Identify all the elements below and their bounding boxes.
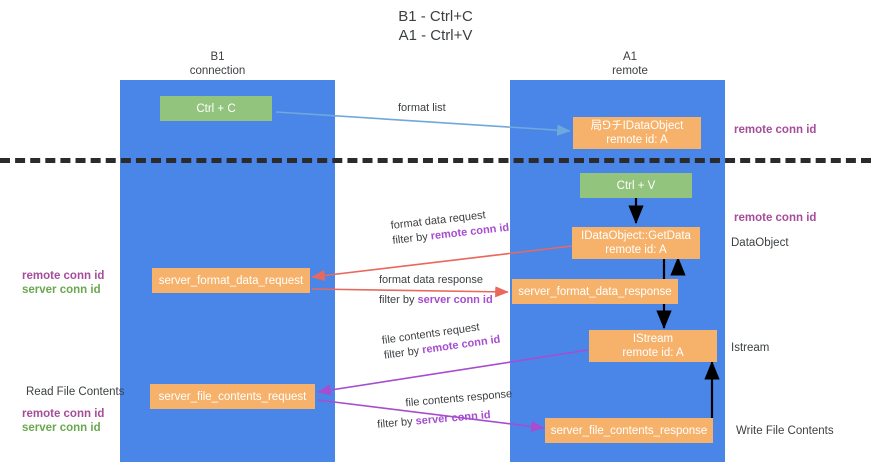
left-label-read-file-contents: Read File Contents [26, 386, 125, 398]
flow-format-list: format list [398, 101, 446, 116]
left-label-remote-conn-id-1: remote conn id [22, 270, 105, 282]
istream-remote-box[interactable]: IStream remote id: A [589, 330, 717, 362]
flow-file-contents-response: file contents response filter by server … [375, 387, 514, 433]
left-label-remote-conn-id-2: remote conn id [22, 408, 105, 420]
flow-format-data-response-line2: filter by server conn id [379, 293, 493, 308]
right-label-remote-conn-id-top: remote conn id [734, 124, 817, 136]
ctrl-v-box[interactable]: Ctrl + V [580, 173, 692, 198]
column-header-a1: A1 remote [612, 51, 648, 77]
flow-format-data-response: format data response filter by server co… [379, 273, 493, 308]
page-title: B1 - Ctrl+C A1 - Ctrl+V [398, 8, 473, 44]
flow-prefix: filter by [379, 294, 418, 306]
right-label-remote-conn-id-mid: remote conn id [734, 212, 817, 224]
server-format-data-response-box[interactable]: server_format_data_response [512, 279, 678, 304]
right-label-istream: Istream [731, 342, 770, 354]
right-label-data-object: DataObject [731, 237, 789, 249]
idataobject-remote-box[interactable]: 局⅁チIDataObject remote id: A [573, 117, 701, 149]
section-divider [0, 158, 871, 163]
flow-prefix: filter by [383, 344, 424, 362]
server-file-contents-request-box[interactable]: server_file_contents_request [150, 384, 315, 409]
server-format-data-request-box[interactable]: server_format_data_request [152, 268, 310, 293]
flow-conn-id-value: server conn id [417, 294, 493, 306]
flow-file-contents-response-line2: filter by server conn id [377, 406, 515, 433]
idataobject-getdata-box[interactable]: IDataObject::GetData remote id: A [572, 227, 700, 259]
ctrl-c-box[interactable]: Ctrl + C [160, 96, 272, 121]
left-label-server-conn-id-2: server conn id [22, 422, 101, 434]
server-file-contents-response-box[interactable]: server_file_contents_response [545, 418, 713, 443]
column-header-b1: B1 connection [189, 51, 246, 77]
flow-file-contents-request: file contents request filter by remote c… [381, 318, 501, 364]
flow-format-list-label: format list [398, 102, 446, 114]
flow-format-data-response-line1: format data response [379, 274, 483, 286]
flow-conn-id-value: server conn id [415, 409, 492, 428]
flow-prefix: filter by [391, 230, 432, 247]
left-label-server-conn-id-1: server conn id [22, 284, 101, 296]
right-label-write-file-contents: Write File Contents [736, 425, 834, 437]
flow-prefix: filter by [376, 415, 417, 431]
flow-format-data-request: format data request filter by remote con… [390, 206, 510, 249]
